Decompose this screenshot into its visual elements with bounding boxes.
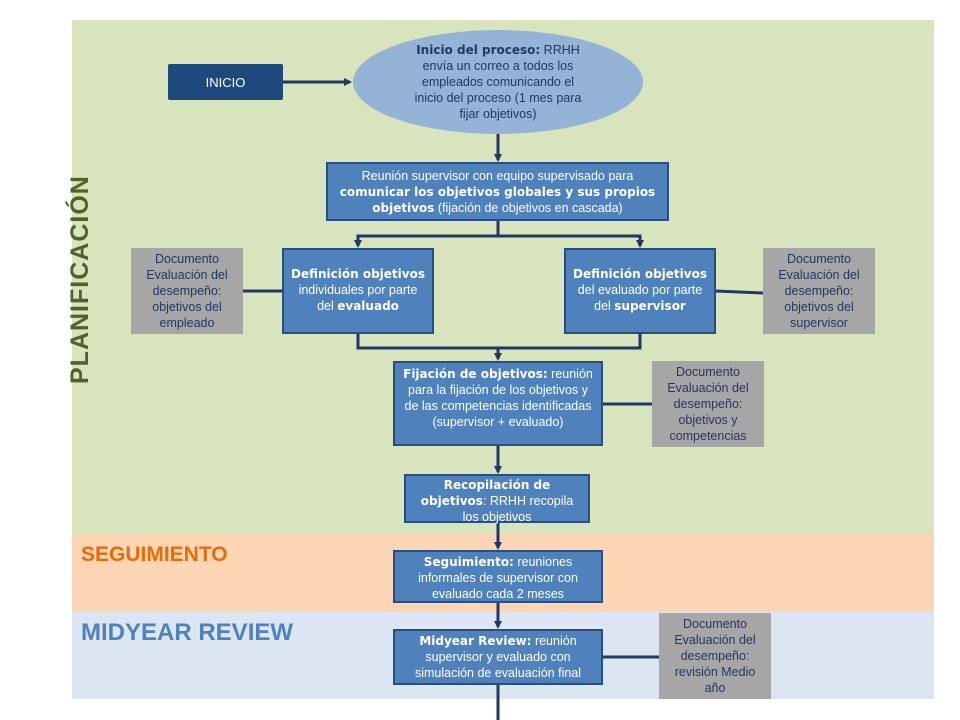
process-start-text: RRHH envía un correo a todos los emplead… [414, 43, 582, 121]
step-objective-compilation: Recopilación de objetivos: RRHH recopila… [404, 474, 590, 524]
connector-doc-supervisor [714, 289, 764, 295]
connector-meeting-split [354, 220, 500, 248]
step-objective-setting: Fijación de objetivos: reunión para la f… [393, 361, 603, 446]
document-supervisor-objectives: Documento Evaluación del desempeño: obje… [763, 248, 875, 334]
step-midyear-text: reunión supervisor y evaluado con simula… [414, 634, 582, 680]
step-employee-text: individuales por parte del [298, 283, 418, 313]
process-start-ellipse: Inicio del proceso: RRHH envía un correo… [353, 30, 643, 134]
start-node: INICIO [168, 64, 283, 100]
step-setting-bold: Fijación de objetivos: [403, 367, 548, 381]
document-employee-objectives: Documento Evaluación del desempeño: obje… [131, 248, 243, 334]
step-midyear-review: Midyear Review: reunión supervisor y eva… [393, 629, 603, 685]
step-compilation-text: : RRHH recopila los objetivos [462, 494, 574, 524]
step-communicate-objectives: Reunión supervisor con equipo supervisad… [326, 162, 669, 221]
step-setting-text: reunión para la fijación de los objetivo… [404, 367, 593, 429]
step-followup: Seguimiento: reuniones informales de sup… [393, 550, 603, 603]
step-supervisor-bold2: supervisor [614, 299, 686, 313]
connector-meeting-split-right [498, 234, 644, 248]
document-midyear-review: Documento Evaluación del desempeño: revi… [659, 613, 771, 699]
midyear-phase-title: MIDYEAR REVIEW [81, 619, 294, 646]
step-followup-text: reuniones informales de supervisor con e… [418, 555, 578, 601]
step-meeting-bold: comunicar los objetivos globales y sus p… [339, 185, 656, 215]
step-employee-bold1: Definición objetivos [291, 267, 425, 281]
document-objectives-competencies: Documento Evaluación del desempeño: obje… [652, 361, 764, 447]
step-employee-definition: Definición objetivos individuales por pa… [282, 248, 434, 334]
step-followup-bold: Seguimiento: [423, 555, 514, 569]
connector-merge [356, 334, 642, 350]
step-employee-bold2: evaluado [337, 299, 399, 313]
step-midyear-bold: Midyear Review: [419, 634, 532, 648]
step-meeting-text2: (fijación de objetivos en cascada) [434, 201, 623, 215]
step-supervisor-bold1: Definición objetivos [573, 267, 707, 281]
followup-phase-title: SEGUIMIENTO [81, 543, 228, 566]
step-supervisor-definition: Definición objetivos del evaluado por pa… [564, 248, 716, 334]
step-compilation-bold: Recopilación de objetivos [420, 478, 551, 508]
step-supervisor-text: del evaluado por parte del [577, 283, 703, 313]
step-meeting-text1: Reunión supervisor con equipo supervisad… [361, 169, 634, 183]
process-start-bold: Inicio del proceso: [416, 43, 541, 57]
